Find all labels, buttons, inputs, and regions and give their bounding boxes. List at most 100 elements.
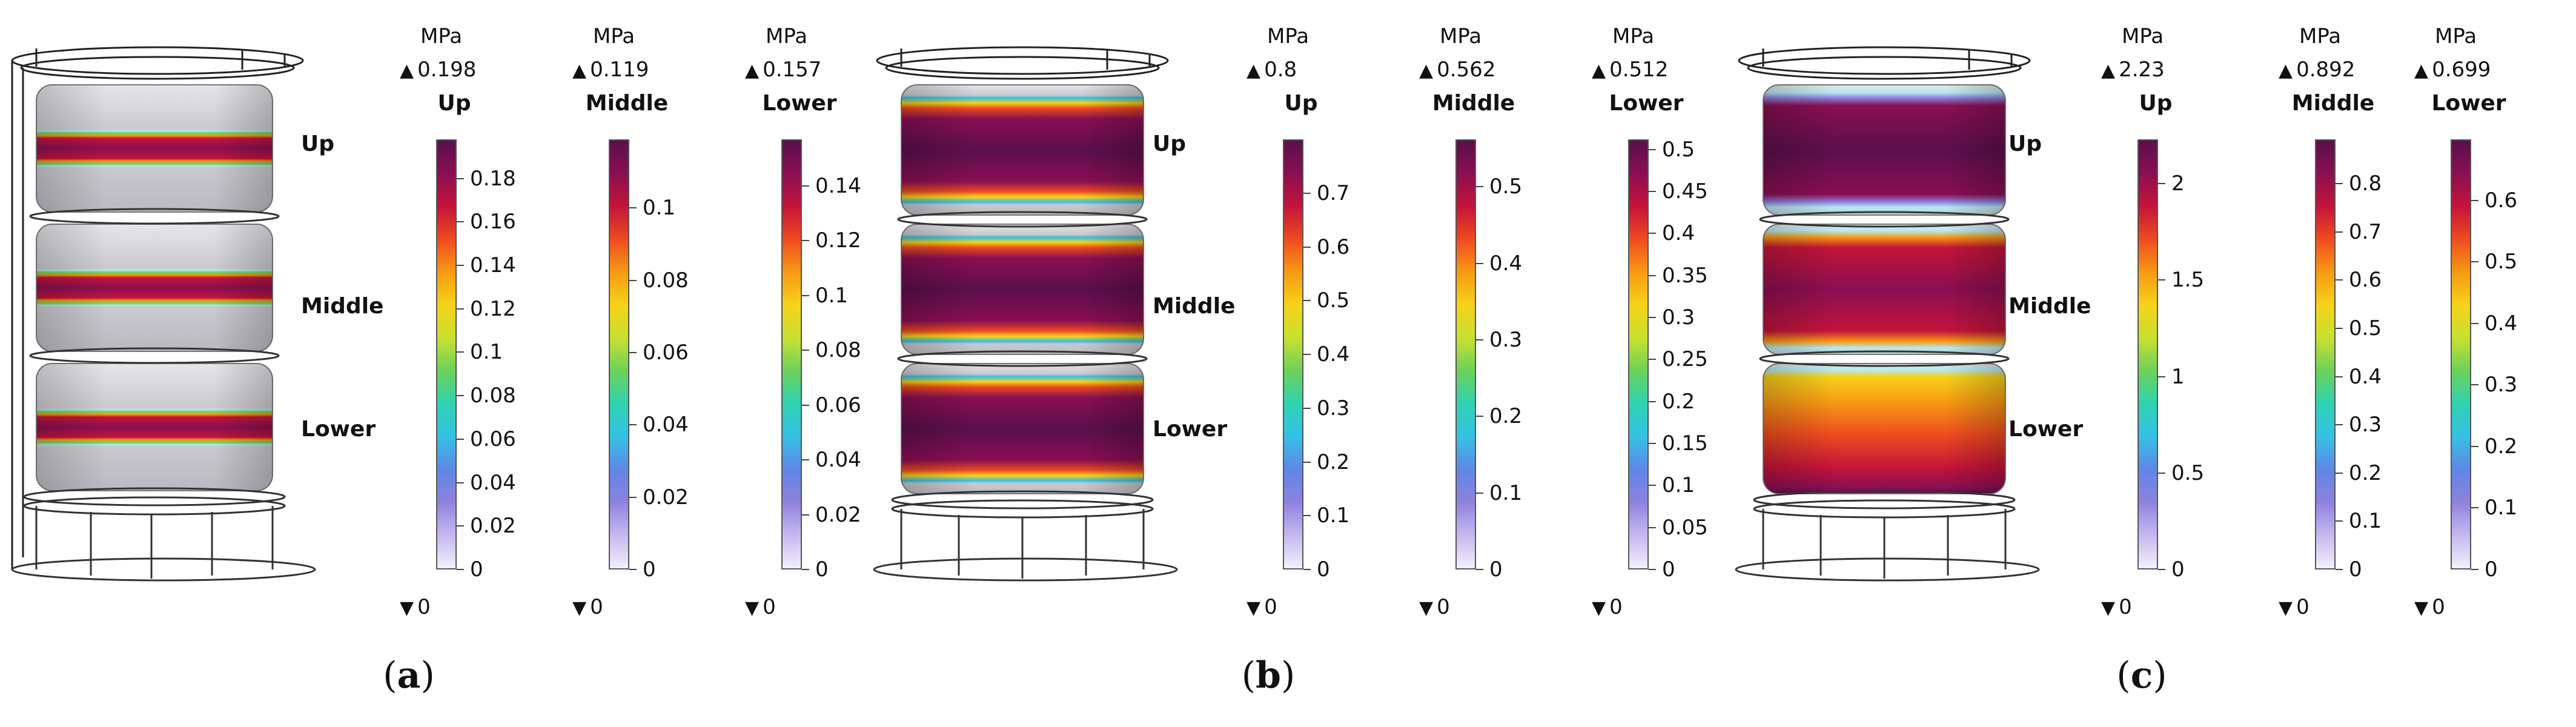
colorbar-tick — [1303, 407, 1311, 409]
colorbar-tick-label: 0.14 — [470, 253, 516, 277]
colorbar-tick-label: 0.05 — [1662, 515, 1708, 540]
colorbar-tick-label: 0.16 — [470, 210, 516, 234]
colorbar-tick — [1476, 492, 1483, 494]
colorbar-tick — [2471, 384, 2478, 386]
colorbar-tick — [2336, 279, 2343, 281]
colorbar-max-value: 0.198 — [417, 58, 477, 82]
colorbar-tick-label: 0 — [1662, 557, 1675, 582]
colorbar-max-value: 2.23 — [2119, 58, 2165, 82]
colorbar-tick-label: 0.7 — [2349, 219, 2382, 244]
colorbar-max: ▲0.198 — [400, 58, 476, 82]
colorbar-tick — [1303, 461, 1311, 463]
colorbar-tick — [457, 482, 464, 483]
colorbar-tick — [457, 221, 464, 223]
colorbar-tick — [1649, 274, 1656, 276]
colorbar-tick-label: 0 — [470, 557, 483, 582]
colorbar-tick — [2336, 520, 2343, 522]
colorbar-tick-label: 0.14 — [815, 173, 861, 198]
colorbar-tick — [802, 240, 809, 242]
tank-model-c — [1735, 46, 2040, 582]
colorbar-tick-label: 0.6 — [1317, 234, 1350, 259]
colorbar-tick-label: 0 — [1489, 557, 1503, 582]
colorbar-min-value: 0 — [763, 595, 776, 619]
colorbar-tick-label: 0.08 — [643, 268, 689, 293]
colorbar-tick — [1476, 569, 1483, 570]
colorbar-gradient — [1455, 139, 1476, 569]
colorbar-tick-label: 0.5 — [1317, 288, 1350, 313]
colorbar-tick-label: 0.5 — [2171, 460, 2205, 485]
colorbar-tick — [2471, 445, 2478, 447]
colorbar-unit: MPa — [1612, 24, 1655, 48]
colorbar-tick — [1476, 186, 1483, 188]
colorbar-tick — [802, 514, 809, 516]
colorbar-tick — [2336, 569, 2343, 570]
colorbar-tick-label: 0.1 — [1489, 480, 1523, 505]
colorbar-tick — [1476, 416, 1483, 417]
colorbar-tick — [629, 352, 637, 354]
colorbar-tick-label: 0.4 — [1662, 221, 1695, 246]
min-triangle-icon: ▼ — [1592, 597, 1606, 619]
colorbar-title: Up — [437, 91, 471, 116]
colorbar-unit: MPa — [593, 24, 635, 48]
colorbar-gradient — [781, 139, 802, 569]
colorbar-tick — [802, 404, 809, 406]
colorbar-tick-label: 0 — [2171, 557, 2185, 582]
colorbar-tick-label: 0.4 — [1489, 251, 1523, 276]
min-triangle-icon: ▼ — [2279, 597, 2293, 619]
max-triangle-icon: ▲ — [400, 60, 414, 81]
colorbar-tick — [1649, 190, 1656, 192]
colorbar-tick — [629, 279, 637, 281]
colorbar-tick — [802, 459, 809, 461]
colorbar-tick — [1649, 569, 1656, 570]
colorbar-max: ▲0.699 — [2414, 58, 2491, 82]
colorbar-unit: MPa — [766, 24, 808, 48]
colorbar-tick-label: 0 — [643, 557, 656, 582]
colorbar-tick — [802, 569, 809, 570]
colorbar-unit: MPa — [420, 24, 463, 48]
colorbar-tick-label: 0.3 — [2349, 413, 2382, 437]
colorbar-tick-label: 0.06 — [643, 340, 689, 365]
colorbar-unit: MPa — [1440, 24, 1482, 48]
colorbar-tick-label: 0.2 — [2485, 434, 2518, 459]
colorbar-tick — [2336, 424, 2343, 426]
colorbar-tick — [1649, 148, 1656, 150]
max-triangle-icon: ▲ — [1247, 60, 1261, 81]
colorbar-tick-label: 0.06 — [815, 393, 861, 417]
colorbar-max-value: 0.892 — [2296, 58, 2356, 82]
cylinder-label-lower: Lower — [2008, 417, 2084, 442]
colorbar-min-value: 0 — [1609, 595, 1623, 619]
colorbar-title: Up — [1284, 91, 1318, 116]
colorbar-min-value: 0 — [2432, 595, 2445, 619]
colorbar-tick-label: 0.15 — [1662, 431, 1708, 456]
cylinder-label-lower: Lower — [301, 417, 376, 442]
colorbar-max: ▲0.119 — [572, 58, 649, 82]
colorbar-tick-label: 1.5 — [2171, 268, 2205, 293]
colorbar-min: ▼0 — [572, 595, 603, 619]
min-triangle-icon: ▼ — [2101, 597, 2116, 619]
colorbar-tick-label: 0.02 — [643, 485, 689, 510]
colorbar-tick — [1649, 233, 1656, 234]
min-triangle-icon: ▼ — [1247, 597, 1261, 619]
colorbar-gradient — [1628, 139, 1649, 569]
max-triangle-icon: ▲ — [1419, 60, 1434, 81]
colorbar-tick-label: 0.7 — [1317, 181, 1350, 205]
colorbar-min-value: 0 — [590, 595, 603, 619]
panel-label-b: (b) — [1241, 654, 1296, 697]
colorbar-tick — [802, 294, 809, 296]
colorbar-tick-label: 0.5 — [1662, 137, 1695, 162]
cylinder-label-middle: Middle — [301, 294, 384, 319]
colorbar-tick-label: 0.12 — [470, 296, 516, 321]
colorbar-tick — [1649, 485, 1656, 486]
colorbar-max-value: 0.562 — [1437, 58, 1496, 82]
colorbar-tick-label: 0.04 — [643, 413, 689, 437]
colorbar-tick — [2336, 231, 2343, 233]
colorbar-tick — [2336, 472, 2343, 474]
colorbar-tick-label: 0.1 — [1662, 473, 1695, 498]
